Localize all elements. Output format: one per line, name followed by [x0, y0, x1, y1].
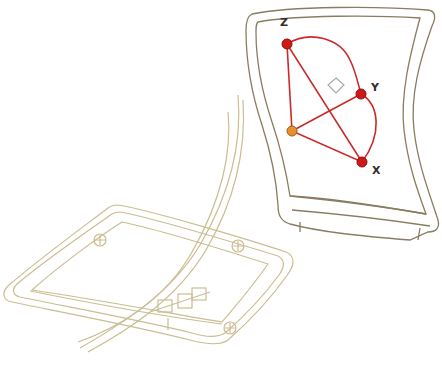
- point-label: Y: [371, 82, 379, 94]
- backrest-outline: [246, 7, 439, 240]
- construction-lines: [287, 37, 376, 162]
- center-marker: [328, 78, 344, 93]
- seat-wireframe: [4, 205, 293, 344]
- support-tube: [78, 95, 244, 352]
- point-label: Z: [280, 17, 288, 29]
- control-points: [282, 39, 367, 167]
- point-label: X: [372, 165, 380, 177]
